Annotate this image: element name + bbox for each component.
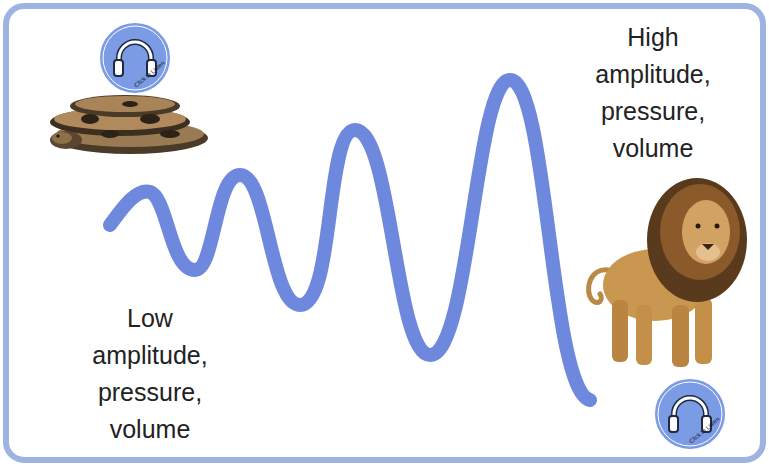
lion <box>589 178 747 367</box>
amplitude-label: High amplitude, pressure, volume <box>578 19 728 167</box>
frame <box>6 6 763 460</box>
headphone-icon <box>99 22 171 94</box>
amplitude-label: Low amplitude, pressure, volume <box>75 300 225 448</box>
snake <box>50 95 208 154</box>
headphone-icon <box>654 378 726 450</box>
